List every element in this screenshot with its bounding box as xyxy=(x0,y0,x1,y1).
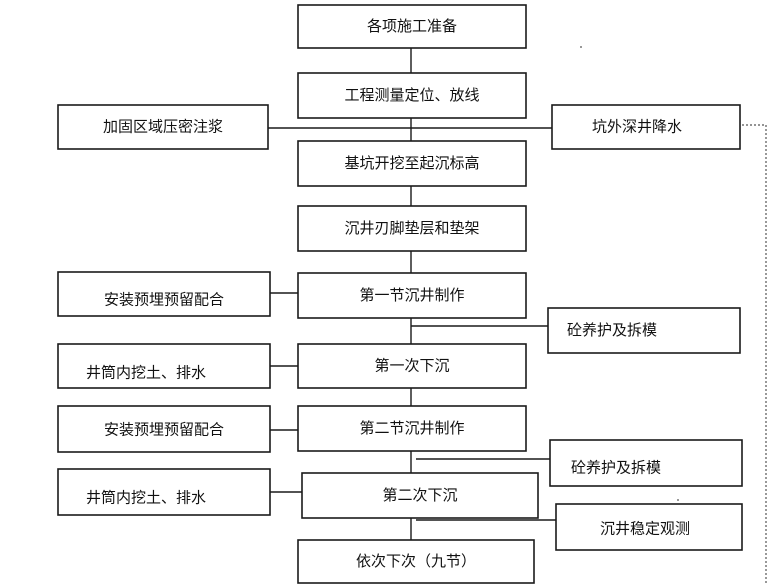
connector-lines xyxy=(268,48,767,585)
right-steps: 坑外深井降水 砼养护及拆模 砼养护及拆模 沉井稳定观测 xyxy=(547,104,743,551)
left-step: 安装预埋预留配合 xyxy=(57,405,271,453)
main-step-label: 第二节沉井制作 xyxy=(359,419,464,437)
left-step: 加固区域压密注浆 xyxy=(57,104,269,150)
left-step-label: 井筒内挖土、排水 xyxy=(86,364,206,382)
left-step: 安装预埋预留配合 xyxy=(57,271,271,317)
main-step-label: 工程测量定位、放线 xyxy=(344,86,479,104)
left-steps: 加固区域压密注浆 安装预埋预留配合 井筒内挖土、排水 安装预埋预留配合 井筒内挖… xyxy=(57,104,271,516)
main-step-label: 第一次下沉 xyxy=(374,357,449,375)
main-step-label: 沉井刃脚垫层和垫架 xyxy=(344,219,479,237)
left-step-label: 井筒内挖土、排水 xyxy=(86,489,206,507)
main-step: 第二次下沉 xyxy=(301,472,539,519)
right-step-label: 沉井稳定观测 xyxy=(600,520,690,538)
right-step: 砼养护及拆模 xyxy=(547,307,741,354)
scan-specks xyxy=(580,46,679,501)
main-step: 工程测量定位、放线 xyxy=(297,72,527,119)
right-step-label: 砼养护及拆模 xyxy=(571,459,661,477)
right-step: 砼养护及拆模 xyxy=(549,439,743,487)
main-step-label: 依次下次（九节） xyxy=(356,552,476,570)
main-step-label: 第一节沉井制作 xyxy=(359,286,464,304)
right-step-label: 坑外深井降水 xyxy=(592,118,682,136)
main-step-label: 各项施工准备 xyxy=(367,17,457,35)
main-step-label: 基坑开挖至起沉标高 xyxy=(344,154,479,172)
main-step: 依次下次（九节） xyxy=(297,539,535,584)
main-step: 沉井刃脚垫层和垫架 xyxy=(297,205,527,252)
main-step: 基坑开挖至起沉标高 xyxy=(297,140,527,187)
right-step-label: 砼养护及拆模 xyxy=(567,321,657,339)
main-step-label: 第二次下沉 xyxy=(382,486,457,504)
main-steps: 各项施工准备 工程测量定位、放线 基坑开挖至起沉标高 沉井刃脚垫层和垫架 第一节… xyxy=(297,4,539,584)
left-step-label: 安装预埋预留配合 xyxy=(104,291,224,309)
left-step-label: 安装预埋预留配合 xyxy=(104,421,224,439)
main-step: 第二节沉井制作 xyxy=(297,405,527,452)
main-step: 第一节沉井制作 xyxy=(297,272,527,319)
left-step: 井筒内挖土、排水 xyxy=(57,468,271,516)
right-step: 坑外深井降水 xyxy=(551,104,741,150)
main-step: 各项施工准备 xyxy=(297,4,527,49)
right-step: 沉井稳定观测 xyxy=(555,503,743,551)
main-step: 第一次下沉 xyxy=(297,343,527,389)
left-step: 井筒内挖土、排水 xyxy=(57,343,271,389)
left-step-label: 加固区域压密注浆 xyxy=(103,118,223,136)
